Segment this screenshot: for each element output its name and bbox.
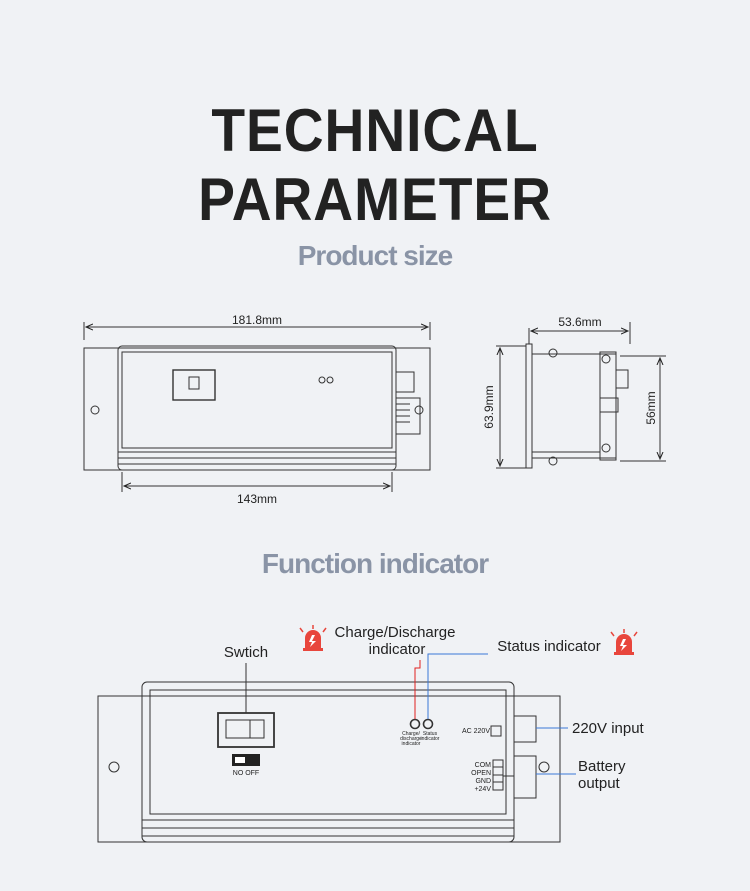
product-size-title: Product size — [297, 240, 453, 271]
terminal-label: GND — [475, 778, 491, 785]
side-view — [496, 322, 666, 469]
front-width-bottom-label: 143mm — [237, 492, 277, 506]
side-depth-label: 53.6mm — [558, 315, 601, 329]
alarm-light-icon — [610, 629, 638, 655]
input-label: 220V input — [572, 720, 645, 737]
function-view — [97, 681, 561, 843]
status-small-label-1: Status — [423, 731, 438, 737]
charge-indicator-label-2: indicator — [369, 641, 426, 658]
function-indicator-title: Function indicator — [261, 548, 489, 579]
terminal-label: OPEN — [471, 770, 491, 777]
charge-small-label-1: Charge/ — [402, 731, 420, 737]
status-indicator-label: Status indicator — [497, 638, 600, 655]
switch-label: Swtich — [224, 644, 268, 661]
status-small-label-2: indicator — [421, 736, 440, 742]
front-view — [83, 322, 431, 492]
page-title: TECHNICAL PARAMETER — [198, 97, 552, 233]
battery-label-1: Battery — [578, 758, 626, 775]
charge-small-label-2: discharge — [400, 736, 422, 742]
ac-small-label: AC 220V — [462, 728, 490, 735]
side-height-right-label: 56mm — [644, 391, 658, 424]
terminal-label: COM — [475, 762, 492, 769]
side-height-left-label: 63.9mm — [482, 385, 496, 428]
charge-small-label-3: indicator — [402, 741, 421, 747]
terminal-label: +24V — [474, 786, 491, 793]
battery-label-2: output — [578, 775, 621, 792]
charge-leader — [414, 660, 421, 719]
charge-indicator-label-1: Charge/Discharge — [335, 624, 456, 641]
alarm-light-icon — [299, 625, 327, 651]
switch-state-label: NO OFF — [233, 770, 259, 777]
front-width-top-label: 181.8mm — [232, 313, 282, 327]
status-leader — [427, 653, 488, 719]
